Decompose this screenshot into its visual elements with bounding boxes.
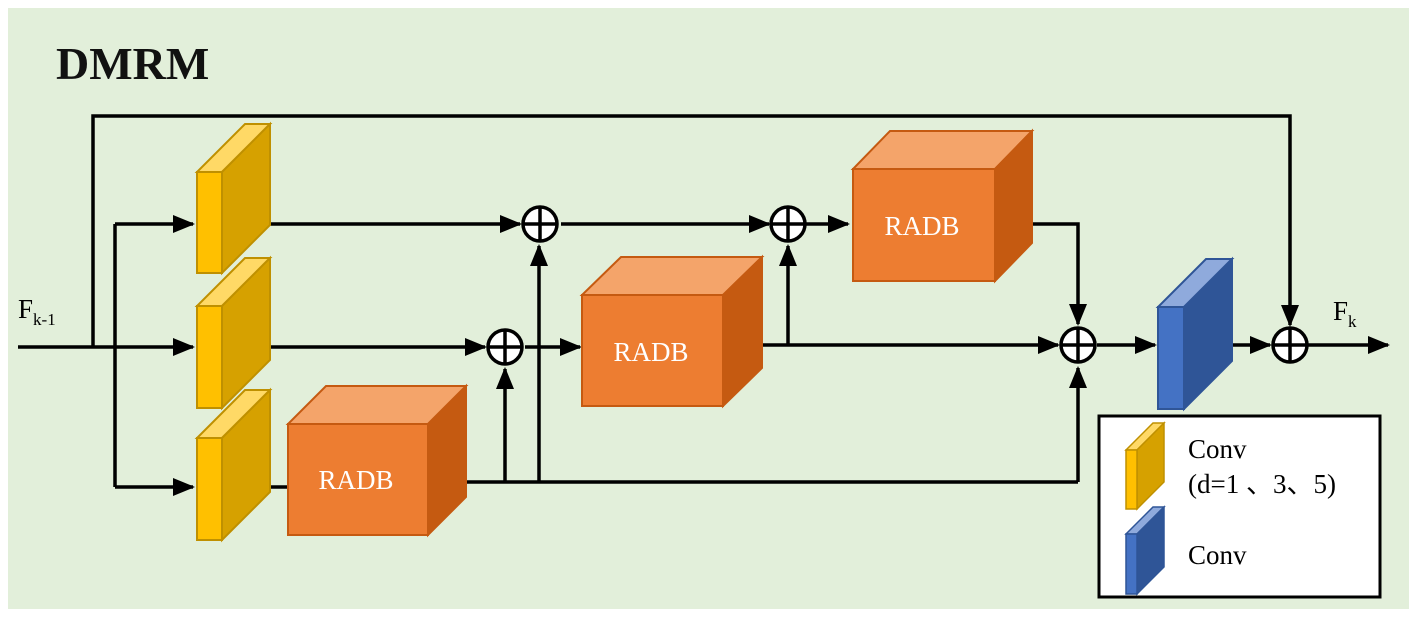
sum-nodes: [486, 205, 1309, 366]
yellow-conv-icon: [1124, 421, 1166, 511]
radb-block-2: RADB: [579, 254, 765, 409]
sum-node-3: [769, 205, 807, 243]
radb-label-1: RADB: [318, 465, 393, 495]
connection-wires: [18, 114, 1390, 496]
conv-block-2: [194, 255, 273, 411]
blue-conv-block: [1155, 256, 1235, 412]
radb-block-1: RADB: [285, 383, 469, 538]
radb3-to-sum4-arrow: [1020, 222, 1087, 326]
conv-block-3: [194, 387, 273, 543]
legend-item-2-line-1: Conv: [1188, 540, 1247, 570]
output-label: Fk: [1333, 296, 1357, 331]
sum-node-2: [486, 328, 524, 366]
legend-item-1-line-1: Conv: [1188, 434, 1247, 464]
input-label: Fk-1: [18, 294, 56, 329]
diagram-title: DMRM: [56, 38, 209, 89]
blue-conv-icon: [1124, 505, 1166, 596]
sum-node-5: [1271, 326, 1309, 364]
radb-block-3: RADB: [850, 128, 1035, 284]
global-skip-arrow: [91, 114, 1299, 347]
conv-block-1: [194, 121, 273, 276]
legend-item-1-line-2: (d=1 、3、5): [1188, 469, 1336, 499]
radb-label-3: RADB: [884, 211, 959, 241]
sum-node-4: [1059, 326, 1097, 364]
legend: Conv (d=1 、3、5) Conv: [1097, 414, 1382, 599]
radb-label-2: RADB: [613, 337, 688, 367]
sum-node-1: [521, 205, 559, 243]
